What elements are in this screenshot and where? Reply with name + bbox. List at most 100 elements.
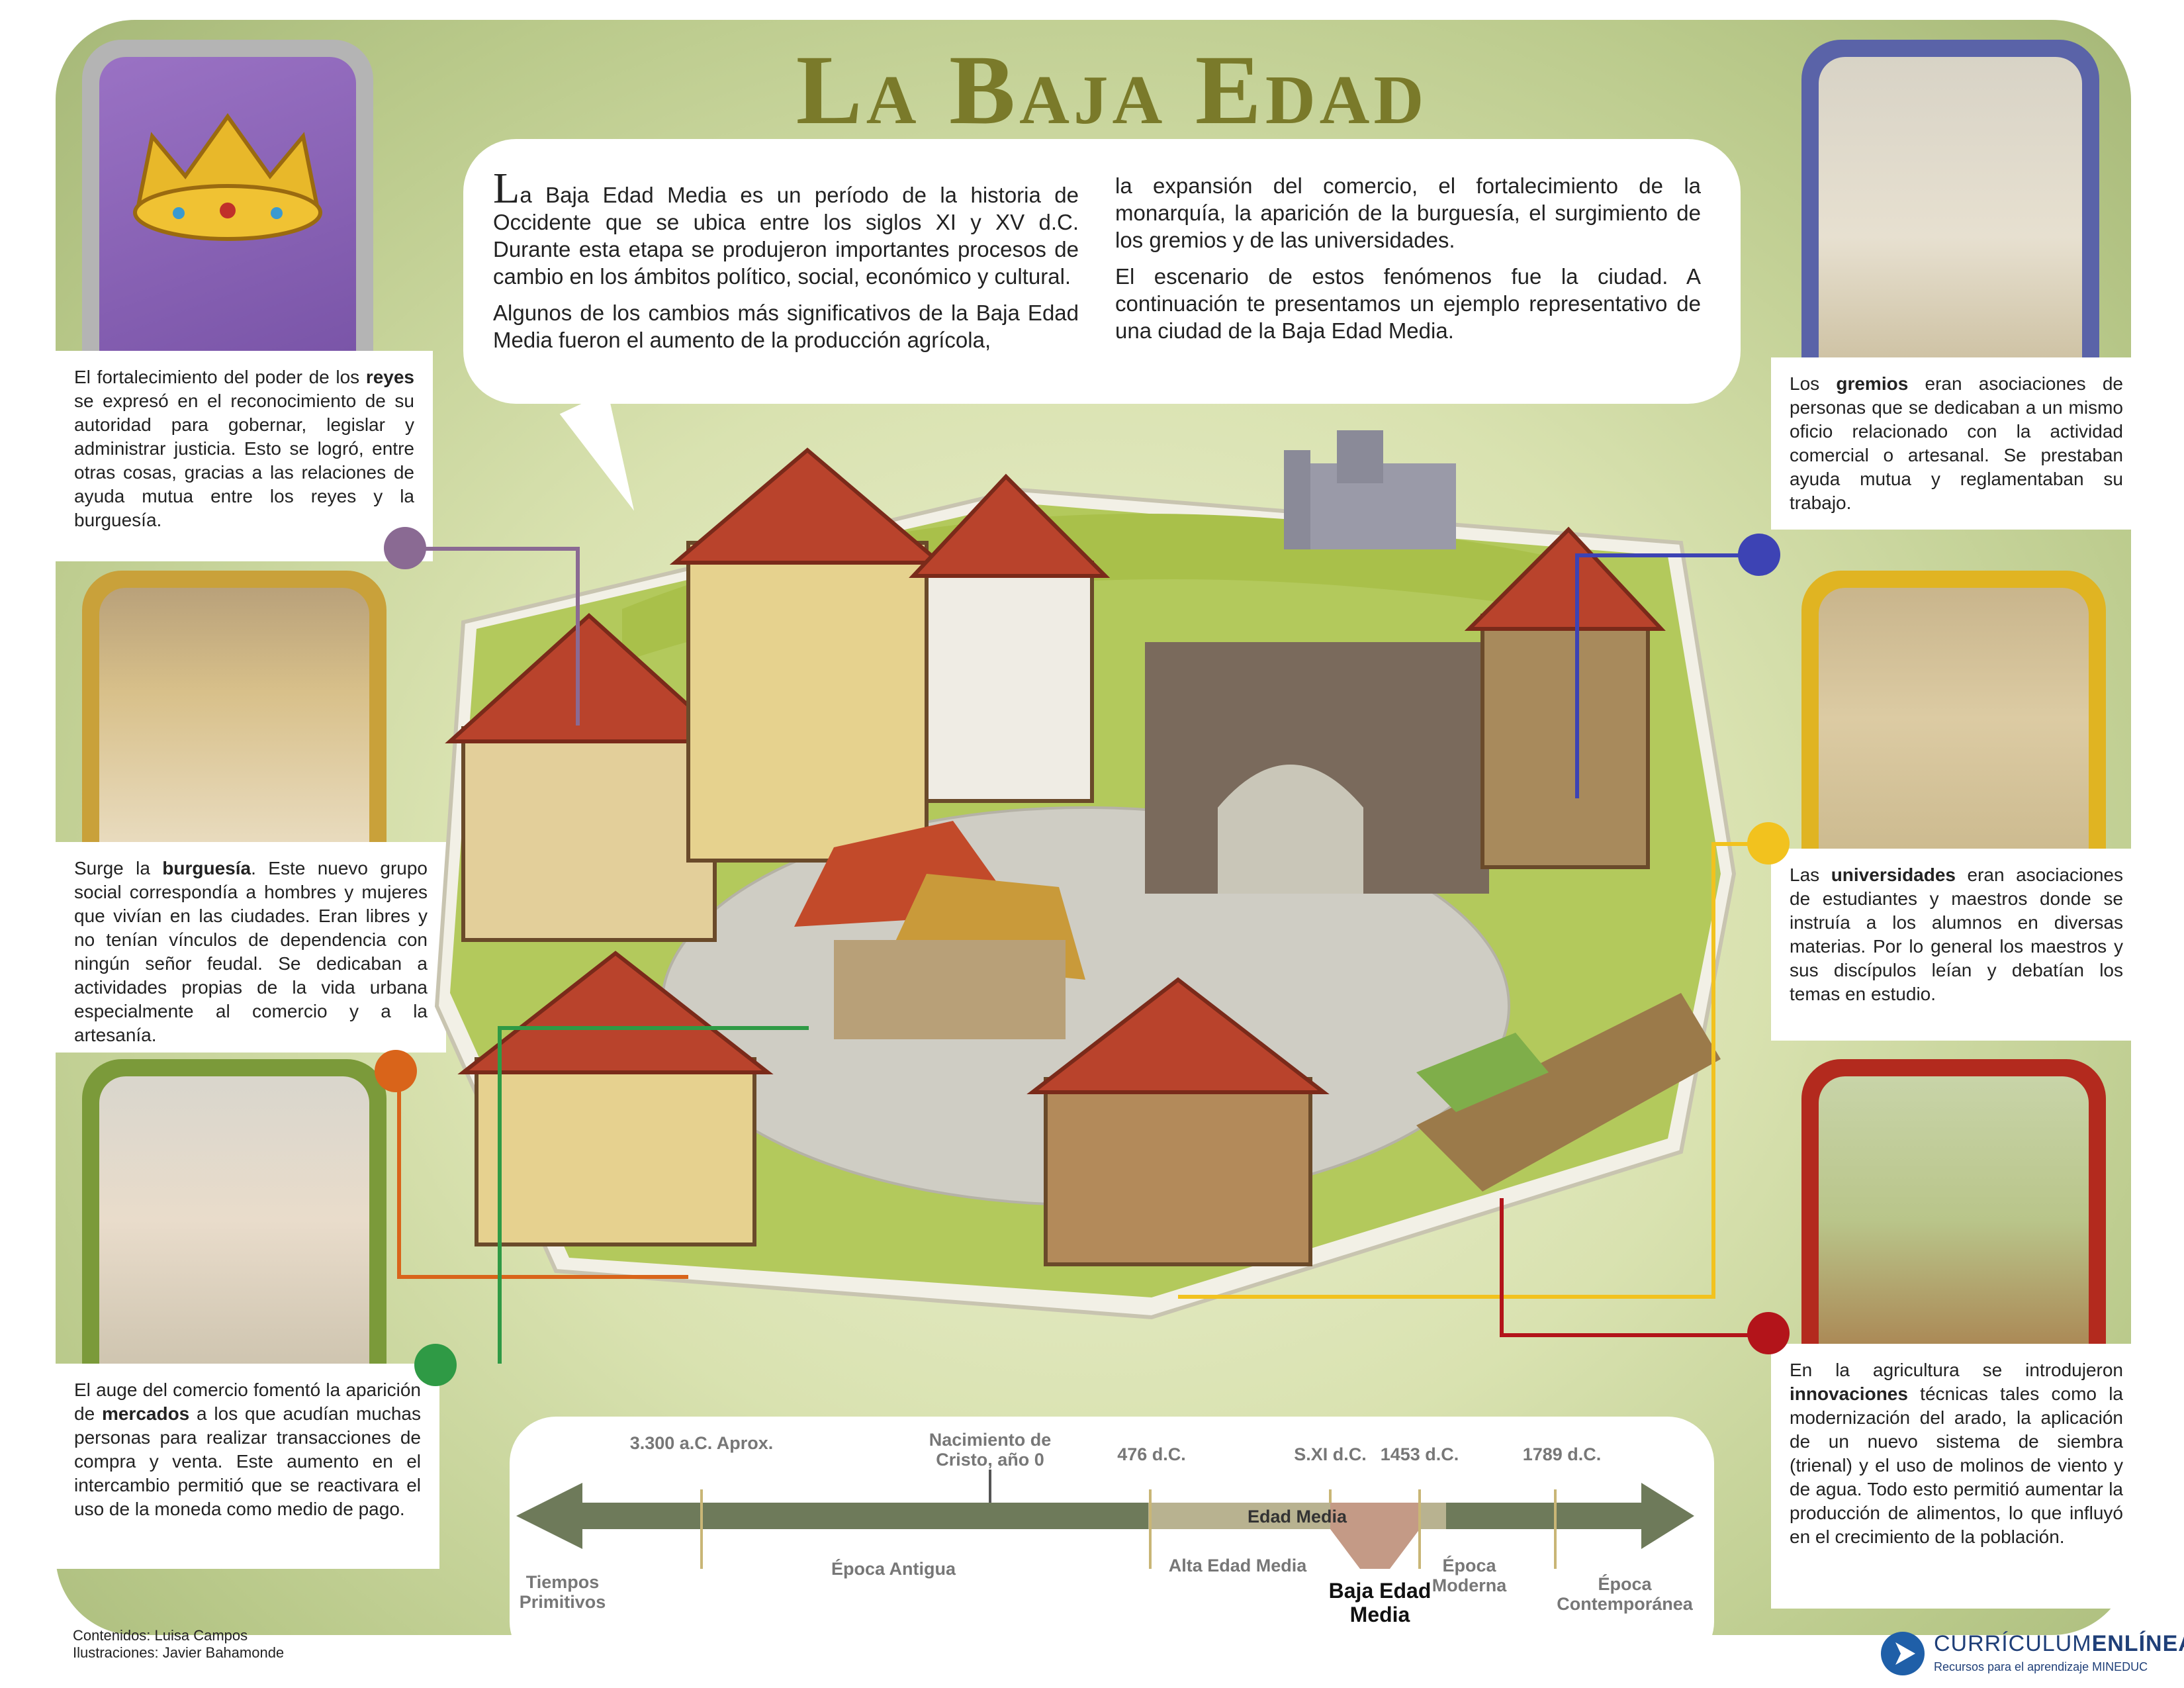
connector-universidades-vertical <box>1711 842 1715 1299</box>
credits: Contenidos: Luisa Campos Ilustraciones: … <box>73 1627 284 1662</box>
timeline-period-0: Tiempos Primitivos <box>519 1572 606 1612</box>
curriculum-logo: CURRÍCULUMENLÍNEA Recursos para el apren… <box>1880 1627 2184 1687</box>
timeline-date-5: 1789 d.C. <box>1522 1444 1602 1464</box>
intro-paragraph-4: El escenario de estos fenómenos fue la c… <box>1115 264 1701 343</box>
connector-reyes-vertical <box>576 547 580 726</box>
house-right-gate <box>1464 526 1666 869</box>
innovaciones-marker <box>1747 1312 1790 1354</box>
market-stalls <box>794 821 1085 1039</box>
gremios-box: Los gremios eran asociaciones de persona… <box>1771 357 2142 530</box>
timeline-period-3: Época Moderna <box>1432 1556 1507 1595</box>
connector-mercados-vertical <box>498 1026 502 1364</box>
logo-name-a: CURRÍCULUM <box>1934 1631 2092 1656</box>
connector-gremios <box>1575 553 1754 557</box>
market-frame <box>82 1059 387 1364</box>
reyes-box: El fortalecimiento del poder de los reye… <box>56 351 433 561</box>
intro-bubble: La Baja Edad Media es un período de la h… <box>463 139 1741 404</box>
connector-innovaciones <box>1500 1333 1751 1337</box>
university-frame <box>1801 571 2106 849</box>
intro-column-left: La Baja Edad Media es un período de la h… <box>493 167 1079 384</box>
mercados-text-pre: El auge del comercio fomentó la aparició… <box>74 1380 421 1424</box>
gremios-keyword: gremios <box>1836 373 1909 394</box>
reyes-keyword: reyes <box>365 367 414 387</box>
timeline-period-2: Alta Edad Media <box>1168 1556 1307 1575</box>
intro-text-1: a Baja Edad Media es un período de la hi… <box>493 183 1079 289</box>
burguesia-text-pre: Surge la <box>74 858 163 878</box>
innovaciones-text-pre: En la agricultura se introdujeron <box>1790 1360 2123 1380</box>
timeline-date-0: 3.300 a.C. Aprox. <box>629 1433 774 1453</box>
innovaciones-keyword: innovaciones <box>1790 1383 1908 1404</box>
burguesia-marker <box>375 1050 417 1092</box>
mercados-text-post: a los que acudían muchas personas para r… <box>74 1403 421 1519</box>
universidades-text-post: eran asociaciones de estudiantes y maest… <box>1790 865 2123 1004</box>
play-arrow-icon <box>1881 1632 1925 1675</box>
house-timber-left <box>445 612 733 942</box>
burguesia-text-post: . Este nuevo grupo social correspondía a… <box>74 858 428 1045</box>
innovaciones-text-post: técnicas tales como la modernización del… <box>1790 1383 2123 1547</box>
mercados-marker <box>414 1344 457 1386</box>
timeline-period-1: Época Antigua <box>831 1559 956 1579</box>
reyes-marker <box>384 527 426 569</box>
gremios-text-pre: Los <box>1790 373 1837 394</box>
connector-mercados <box>498 1026 809 1030</box>
gremios-marker <box>1738 534 1780 576</box>
intro-column-right: la expansión del comercio, el fortalecim… <box>1115 172 1701 384</box>
logo-name-b: ENLÍNEA <box>2091 1631 2184 1656</box>
intro-paragraph-3: la expansión del comercio, el fortalecim… <box>1115 173 1701 252</box>
intro-paragraph-2: Algunos de los cambios más significativo… <box>493 301 1079 352</box>
reyes-text-post: se expresó en el reconocimiento de su au… <box>74 391 414 530</box>
timeline-date-4: 1453 d.C. <box>1380 1444 1459 1464</box>
city-wall-gate <box>1145 642 1489 894</box>
connector-innovaciones-vertical <box>1500 1198 1504 1337</box>
house-white <box>909 473 1111 803</box>
universidades-keyword: universidades <box>1831 865 1956 885</box>
house-bottom-center <box>1026 977 1330 1266</box>
innovaciones-box: En la agricultura se introdujeron innova… <box>1771 1344 2142 1609</box>
connector-universidades-bottom <box>1178 1295 1715 1299</box>
mercados-keyword: mercados <box>101 1403 190 1424</box>
timeline-date-1: Nacimiento de Cristo, año 0 <box>929 1430 1052 1470</box>
connector-burguesia <box>397 1275 688 1279</box>
timeline-edad-media: Edad Media <box>1247 1507 1347 1526</box>
universidades-box: Las universidades eran asociaciones de e… <box>1771 849 2142 1041</box>
house-bottom-left <box>457 951 774 1246</box>
crown-frame <box>82 40 373 351</box>
house-tall-center <box>669 447 946 863</box>
market-illustration <box>99 1076 369 1364</box>
universidades-marker <box>1747 822 1790 865</box>
universidades-text-pre: Las <box>1790 865 1831 885</box>
credits-contents: Contenidos: Luisa Campos <box>73 1627 248 1644</box>
university-illustration <box>1819 588 2089 849</box>
timeline-panel: 3.300 a.C. Aprox. Nacimiento de Cristo, … <box>510 1417 1714 1668</box>
timeline-baja-edad-media: Baja Edad Media <box>1328 1579 1432 1626</box>
crown-illustration <box>99 57 356 351</box>
timeline-date-3: S.XI d.C. <box>1294 1444 1367 1464</box>
connector-reyes <box>414 547 580 551</box>
guild-frame <box>1801 40 2099 357</box>
intro-dropcap: L <box>493 164 520 212</box>
merchant-frame <box>82 571 387 849</box>
burguesia-keyword: burguesía <box>162 858 251 878</box>
timeline-arrow <box>516 1470 1694 1569</box>
connector-burguesia-vertical <box>397 1079 401 1278</box>
connector-gremios-vertical <box>1575 553 1579 798</box>
logo-tagline: Recursos para el aprendizaje MINEDUC <box>1934 1660 2148 1673</box>
credits-illustrations: Ilustraciones: Javier Bahamonde <box>73 1644 285 1661</box>
logo-wordmark: CURRÍCULUMENLÍNEA <box>1934 1631 2184 1657</box>
reyes-text-pre: El fortalecimiento del poder de los <box>74 367 366 387</box>
mercados-box: El auge del comercio fomentó la aparició… <box>56 1364 439 1569</box>
timeline-period-4: Época Contemporánea <box>1557 1574 1693 1614</box>
city-illustration <box>434 430 1737 1320</box>
merchant-illustration <box>99 588 369 849</box>
guild-illustration <box>1819 57 2082 357</box>
agriculture-illustration <box>1819 1076 2089 1364</box>
plowed-field <box>1416 993 1721 1192</box>
agriculture-frame <box>1801 1059 2106 1364</box>
burguesia-box: Surge la burguesía. Este nuevo grupo soc… <box>56 842 446 1053</box>
gremios-text-post: eran asociaciones de personas que se ded… <box>1790 373 2123 513</box>
crown-icon <box>133 113 322 241</box>
castle <box>1284 430 1456 549</box>
intro-paragraph-1: La Baja Edad Media es un período de la h… <box>493 167 1079 290</box>
connector-universidades <box>1711 842 1771 846</box>
timeline-date-2: 476 d.C. <box>1117 1444 1186 1464</box>
